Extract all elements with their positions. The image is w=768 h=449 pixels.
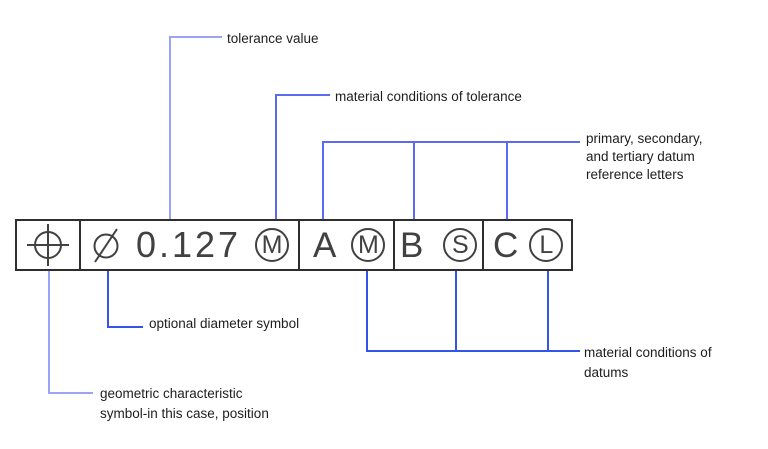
position-symbol-icon xyxy=(27,224,69,266)
leader-tolerance-value xyxy=(169,36,222,243)
cell-datum-a: A M xyxy=(300,221,395,269)
feature-control-frame: 0.127 M A M B S C L xyxy=(15,219,573,271)
leader-material-conditions-tolerance xyxy=(275,94,330,234)
cell-tolerance: 0.127 M xyxy=(81,221,300,269)
label-datum-reference-letters: primary, secondary, and tertiary datum r… xyxy=(586,131,703,182)
datum-letter-c: C xyxy=(493,225,519,265)
leader-optional-diameter xyxy=(107,252,143,328)
label-material-conditions-datums: material conditions of datums xyxy=(584,345,712,380)
datum-c-material-condition-symbol: L xyxy=(529,228,564,262)
tolerance-material-condition-symbol: M xyxy=(255,228,289,262)
label-material-conditions-tolerance: material conditions of tolerance xyxy=(335,89,522,104)
diameter-symbol-icon xyxy=(93,228,119,263)
cell-datum-c: C L xyxy=(484,221,571,269)
label-tolerance-value: tolerance value xyxy=(227,31,319,46)
cell-geometric-symbol xyxy=(17,221,81,269)
leader-geometric-characteristic xyxy=(48,250,93,394)
label-optional-diameter-symbol: optional diameter symbol xyxy=(149,316,300,331)
datum-a-material-condition-symbol: M xyxy=(351,228,386,262)
label-geometric-characteristic: geometric characteristic symbol-in this … xyxy=(100,386,269,421)
leader-datum-reference-letters xyxy=(322,141,580,231)
cell-datum-b: B S xyxy=(395,221,484,269)
datum-letter-b: B xyxy=(400,225,424,265)
tolerance-value-text: 0.127 xyxy=(135,224,242,265)
leader-material-conditions-datums xyxy=(366,257,580,352)
datum-letter-a: A xyxy=(313,225,337,265)
datum-b-material-condition-symbol: S xyxy=(443,228,478,262)
